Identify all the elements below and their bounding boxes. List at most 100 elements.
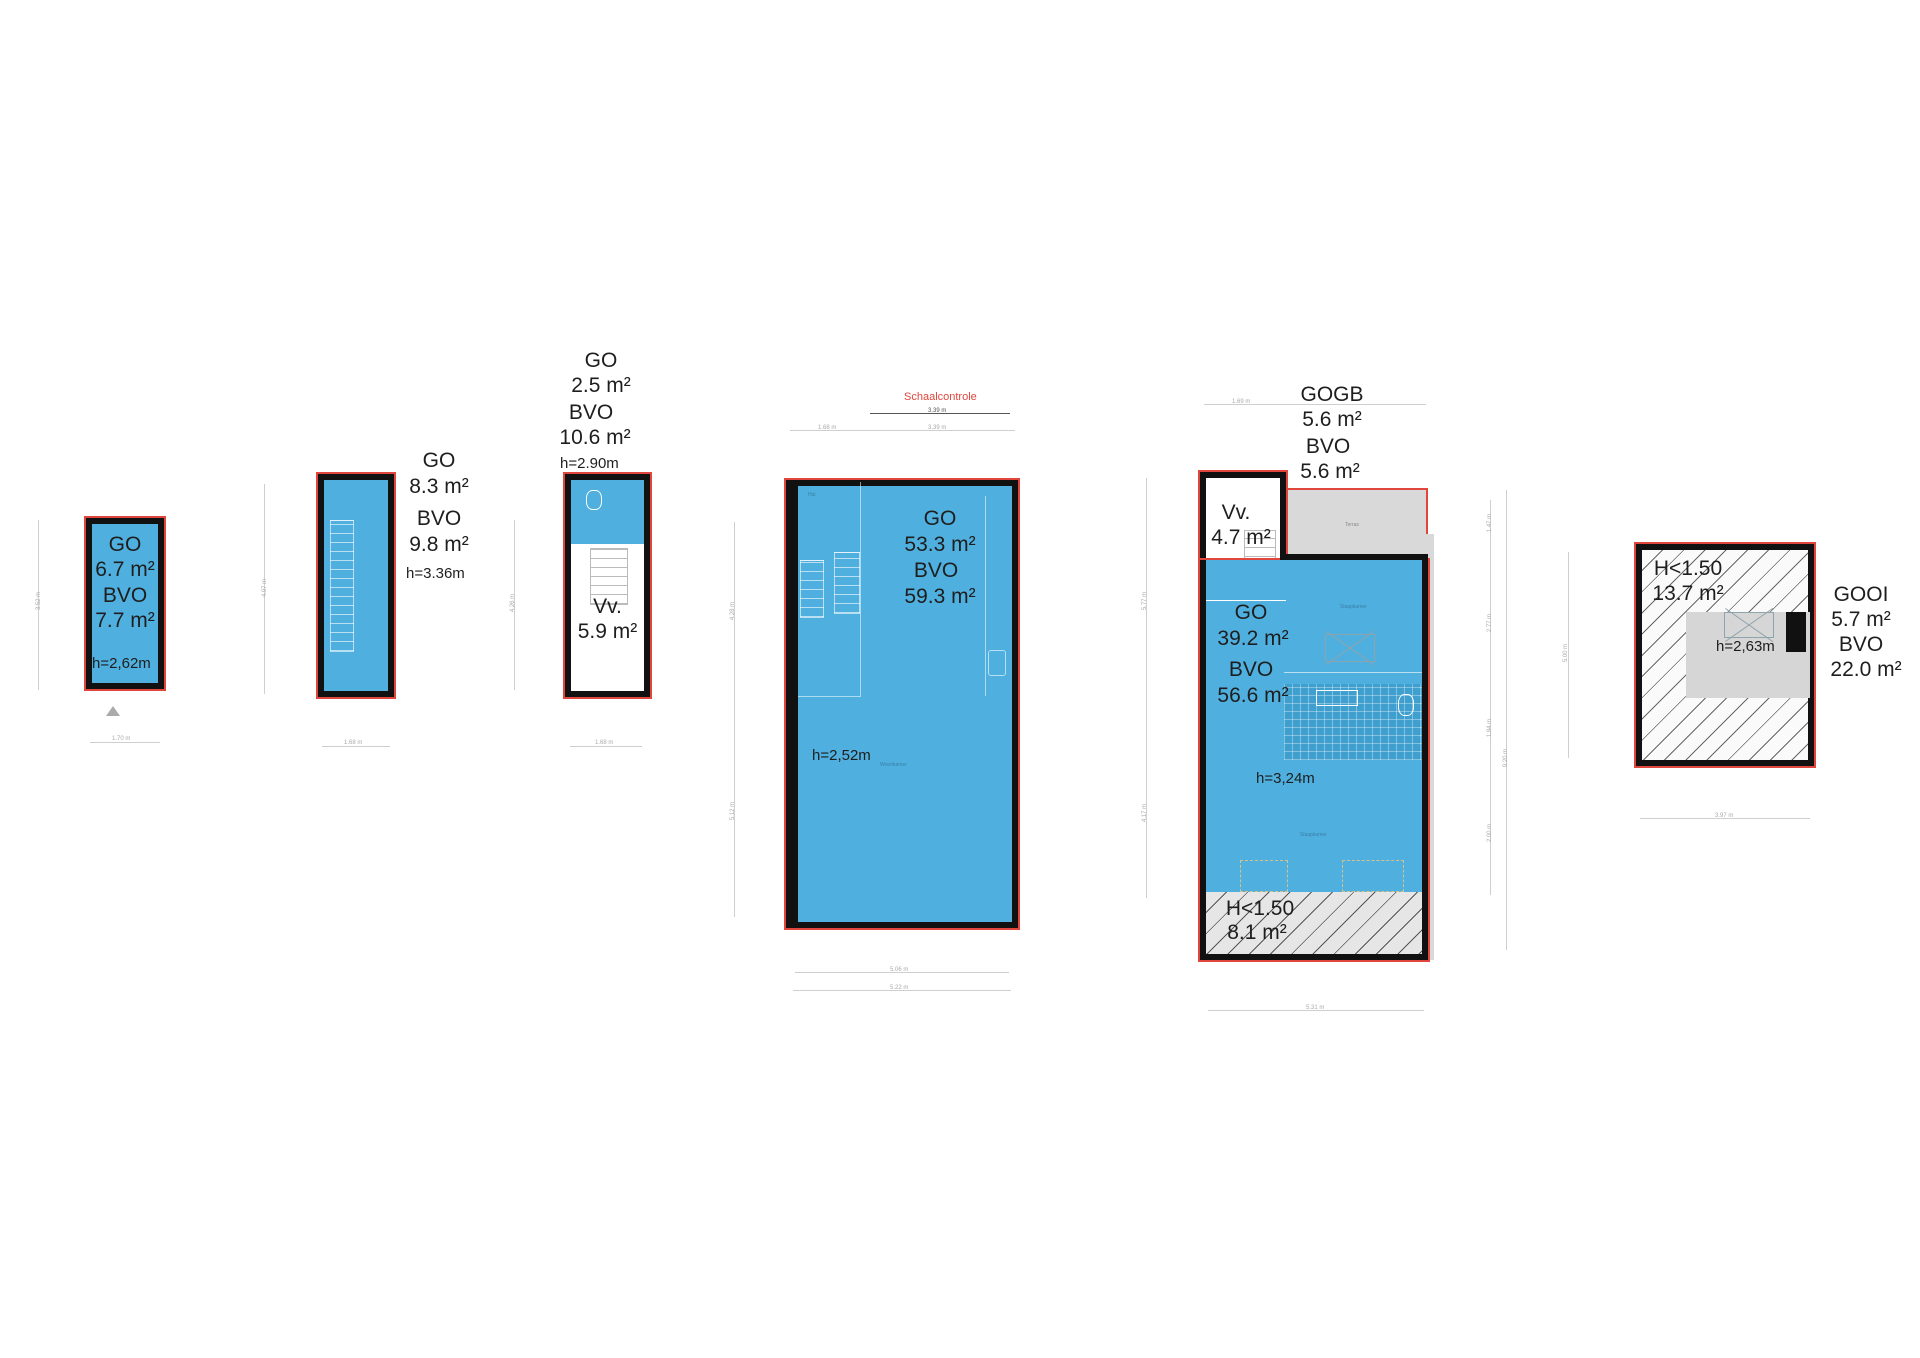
go-area: 2.5 m² [571,374,631,397]
bvo-area: 22.0 m² [1830,658,1902,681]
scale-check-label: Schaalcontrole [904,391,977,403]
dim-label: 5.31 m [1306,1005,1325,1011]
height-label: h=2.90m [560,455,619,472]
dim-line [264,484,265,694]
bvo-top-label: BVO [1305,435,1351,458]
dim-label: 1.69 m [1232,399,1251,405]
dim-label: 1.68 m [344,740,363,746]
go-area: 8.3 m² [409,475,469,498]
dim-label: 2.00 m [1487,823,1494,843]
slaapkamer-1-tag: Slaapkamer [1340,604,1367,610]
gogb-area: 5.6 m² [1302,408,1362,431]
skylight-icon [1724,612,1774,638]
stairs [590,548,628,605]
dim-label: 4.28 m [730,601,737,621]
dim-line [514,520,515,690]
divider [1206,600,1286,601]
dim-label: 3.97 m [1715,813,1734,819]
dim-line [1146,478,1147,898]
vv-label: Vv. [593,595,622,618]
go-label: GO [1234,601,1268,624]
dim-line [795,972,1009,973]
room-p4 [786,480,1018,928]
gooi-area: 5.7 m² [1831,608,1891,631]
height-label: h=2,52m [812,747,871,764]
stairs [834,552,860,614]
h-low-label: H<1.50 [1225,897,1295,920]
dim-label: 1.47 m [1487,513,1494,533]
dim-line [1208,1010,1424,1011]
go-label: GO [108,533,142,556]
dim-line [1506,490,1507,950]
dim-label: 4.26 m [510,593,517,613]
hal-area [798,482,861,697]
dim-line [1490,565,1491,895]
gooi-label: GOOI [1833,583,1889,606]
bvo-area: 7.7 m² [95,609,155,632]
chimney [1786,612,1806,652]
h-low-area: 13.7 m² [1652,582,1724,605]
vv-area: 5.9 m² [577,620,638,643]
terras-tag: Terras [1345,522,1359,528]
height-label: h=2,62m [92,655,151,672]
dim-line [793,990,1011,991]
room-p1 [86,518,164,689]
slaapkamer-2-tag: Slaapkamer [1300,832,1327,838]
go-area: 6.7 m² [95,558,155,581]
dim-label: 1.70 m [112,736,131,742]
sink-icon [1316,690,1358,706]
dim-line [1204,404,1426,405]
scale-line [870,413,1010,414]
go-label: GO [422,449,456,472]
bvo-label: BVO [1838,633,1884,656]
height-label: h=3.36m [406,565,465,582]
sink-icon [988,650,1006,676]
stairs [800,560,824,618]
skylight-icon [1325,634,1375,662]
dim-line [38,520,39,690]
dim-label: 3.39 m [928,425,947,431]
dim-line [1640,818,1810,819]
dim-line [322,746,390,747]
low-ceiling-area [1206,892,1422,954]
toilet-icon [1398,694,1414,716]
dim-label: 4.97 m [262,578,269,598]
go-label: GO [584,349,618,372]
wall [792,482,798,922]
bvo-top-area: 5.6 m² [1300,460,1360,483]
dim-line [1568,552,1569,758]
scale-value: 3.39 m [928,408,947,414]
slaapkamer-1 [1284,562,1422,673]
dim-line [570,746,642,747]
bed-mark [1342,860,1404,892]
dim-label: 4.17 m [1142,803,1149,823]
go-area: 39.2 m² [1217,627,1289,650]
bvo-area: 10.6 m² [559,426,631,449]
stairs [330,520,354,652]
dim-label: 5.12 m [730,801,737,821]
bvo-label: BVO [913,559,959,582]
gogb-label: GOGB [1300,383,1364,406]
height-label: h=2,63m [1716,638,1775,655]
terrace [1286,488,1428,564]
bed-mark [1240,860,1288,892]
dim-line [734,522,735,917]
dim-line [790,430,1015,431]
wall [1280,554,1428,560]
bvo-area: 9.8 m² [409,533,469,556]
dim-line [1490,500,1491,590]
dim-label: 5.77 m [1142,591,1149,611]
bvo-label: BVO [102,584,148,607]
height-label: h=3,24m [1256,770,1315,787]
bvo-label: BVO [416,507,462,530]
dim-label: 5.22 m [890,985,909,991]
room-hal-tag: Hal [808,492,816,498]
kitchen-counter [985,496,1010,696]
vv-label: Vv. [1221,501,1251,524]
dim-label: 5.06 m [890,967,909,973]
bvo-label: BVO [568,401,614,424]
dim-label: 1.68 m [595,740,614,746]
dim-label: 2.77 m [1487,613,1494,633]
bvo-label: BVO [1228,658,1274,681]
dim-label: 5.00 m [1563,643,1570,663]
